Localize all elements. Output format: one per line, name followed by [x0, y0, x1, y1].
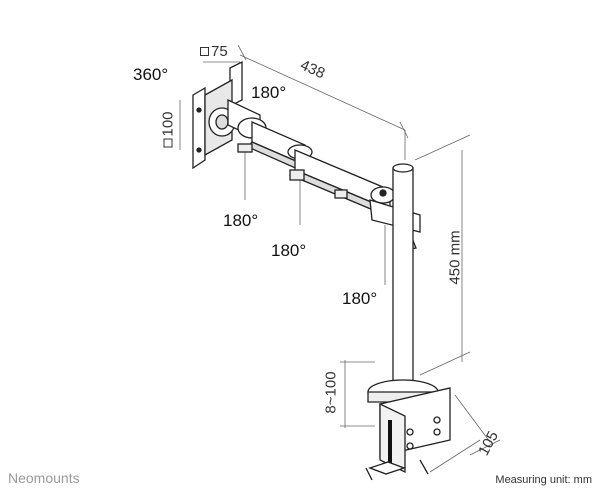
desk-clamp — [365, 379, 451, 481]
vesa-top-dimension: 75 — [200, 44, 228, 59]
square-icon — [200, 47, 209, 56]
vesa-side-dimension: 100 — [160, 111, 177, 148]
square-icon — [163, 138, 173, 148]
clamp-range-dimension: 8~100 — [322, 371, 340, 414]
brand-logo: Neomounts — [8, 470, 80, 486]
pole — [392, 163, 414, 401]
joint-mid-rotation-label: 180° — [271, 241, 307, 260]
joint-pole-rotation-label: 180° — [342, 289, 378, 308]
dimension-lines — [179, 44, 501, 473]
plate-rotation-label: 360° — [133, 65, 169, 84]
pole-height-dimension: 450 mm — [446, 230, 464, 285]
arm-segment-2 — [288, 149, 392, 216]
head-rotation-label: 180° — [251, 83, 287, 102]
arm-segment-1 — [237, 121, 313, 171]
measuring-unit-note: Measuring unit: mm — [495, 474, 592, 486]
joint-left-rotation-label: 180° — [223, 211, 259, 230]
